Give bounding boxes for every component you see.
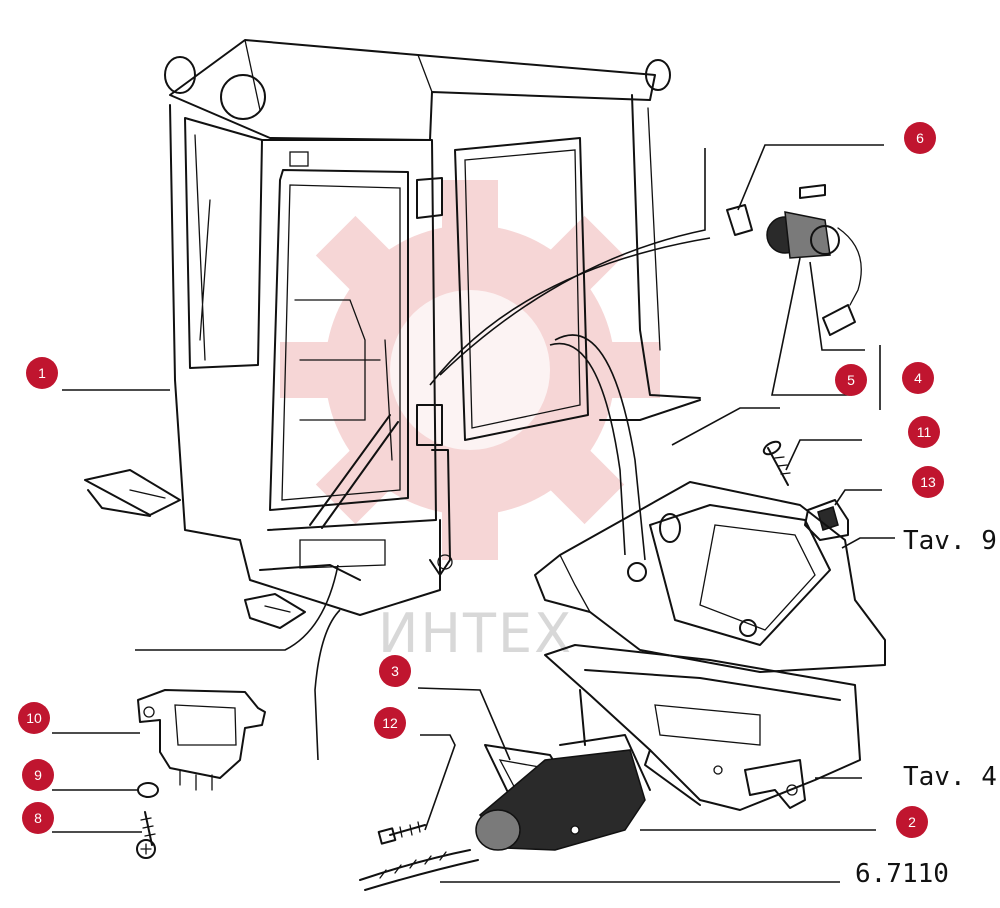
svg-text:2: 2	[908, 814, 916, 830]
svg-text:5: 5	[847, 372, 855, 388]
callout-8: 8	[22, 802, 54, 834]
callout-5: 5	[835, 364, 867, 396]
svg-text:4: 4	[914, 370, 922, 386]
callout-3: 3	[379, 655, 411, 687]
svg-text:3: 3	[391, 663, 399, 679]
svg-text:10: 10	[26, 710, 42, 726]
reference-tav-4: Tav. 4	[903, 762, 997, 792]
svg-text:9: 9	[34, 767, 42, 783]
dashboard-console	[534, 481, 886, 673]
svg-text:13: 13	[920, 474, 936, 490]
callout-2: 2	[896, 806, 928, 838]
rotary-switch	[726, 184, 862, 336]
lower-tray	[544, 644, 861, 811]
svg-text:11: 11	[917, 424, 932, 440]
drawing-code: 6.7110	[855, 859, 949, 889]
callout-1: 1	[26, 357, 58, 389]
watermark-text: ИНТЕХ	[378, 602, 573, 665]
leader-lines	[52, 144, 895, 883]
screw-11	[762, 440, 791, 486]
callout-11: 11	[908, 416, 940, 448]
callout-10: 10	[18, 702, 50, 734]
svg-text:6: 6	[916, 130, 924, 146]
svg-text:1: 1	[38, 365, 46, 381]
bolt-12	[377, 821, 426, 845]
svg-text:12: 12	[382, 715, 398, 731]
clip-13	[804, 499, 849, 541]
callout-9: 9	[22, 759, 54, 791]
relay-10	[137, 689, 266, 791]
screw-8	[136, 811, 156, 859]
cable-bundle	[359, 849, 479, 891]
cab-assembly	[84, 39, 701, 629]
callout-4: 4	[902, 362, 934, 394]
svg-text:8: 8	[34, 810, 42, 826]
callout-12: 12	[374, 707, 406, 739]
washer-9	[137, 782, 159, 798]
callout-6: 6	[904, 122, 936, 154]
callout-13: 13	[912, 466, 944, 498]
reference-tav-9: Tav. 9	[903, 526, 997, 556]
socket-3	[475, 734, 651, 851]
